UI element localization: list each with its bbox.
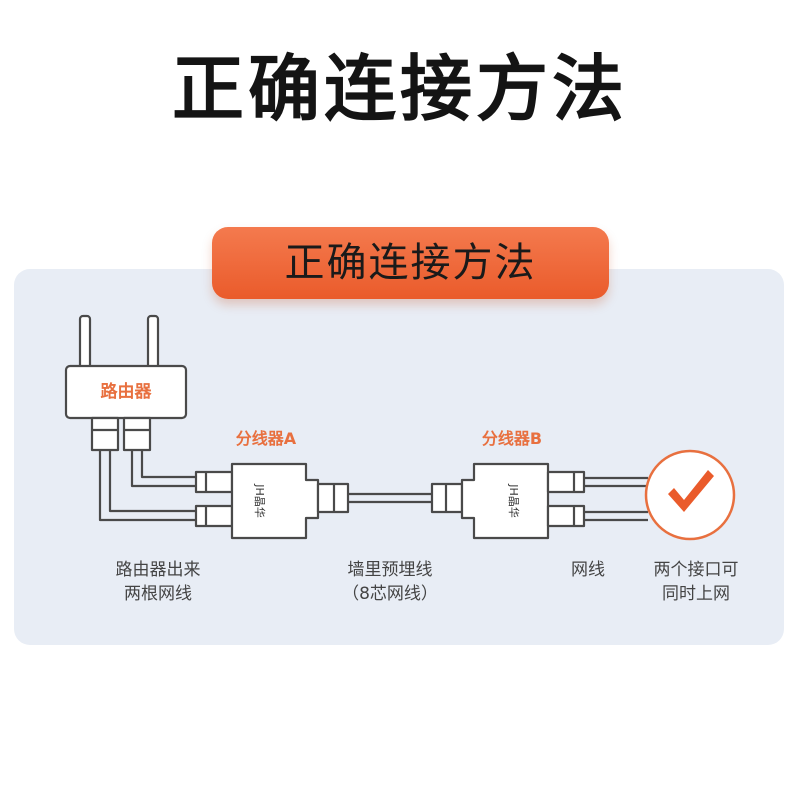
cable-output-bottom bbox=[584, 510, 648, 522]
splitter-a-body bbox=[230, 462, 320, 540]
caption-router-line2: 两根网线 bbox=[124, 584, 192, 604]
splitter-b-label: 分线器B bbox=[481, 429, 543, 448]
caption-wall-line1: 墙里预埋线 bbox=[347, 560, 433, 580]
caption-wall-line2: （8芯网线） bbox=[342, 584, 438, 604]
splitter-a-plug-top bbox=[194, 470, 234, 494]
splitter-a-plug-bottom bbox=[194, 504, 234, 528]
page-title: 正确连接方法 bbox=[171, 47, 628, 131]
router-antenna-right bbox=[146, 314, 160, 370]
caption-wall-cable: 墙里预埋线 （8芯网线） bbox=[320, 558, 460, 606]
splitter-b-plug-bottom bbox=[546, 504, 586, 528]
router-plug-left bbox=[90, 416, 120, 452]
splitter-a-label: 分线器A bbox=[235, 429, 297, 448]
caption-cable: 网线 bbox=[558, 558, 618, 582]
router-antenna-left bbox=[78, 314, 92, 370]
splitter-b-brand: JH晶华 bbox=[507, 484, 520, 518]
splitter-b-body bbox=[460, 462, 550, 540]
cable-router-outer bbox=[98, 450, 200, 522]
caption-cable-line1: 网线 bbox=[571, 560, 605, 580]
splitter-a-brand: JH晶华 bbox=[253, 484, 266, 518]
caption-result-line2: 同时上网 bbox=[662, 584, 730, 604]
section-badge: 正确连接方法 bbox=[212, 227, 609, 299]
router-label: 路由器 bbox=[100, 382, 152, 402]
caption-router-cables: 路由器出来 两根网线 bbox=[88, 558, 228, 606]
caption-result-line1: 两个接口可 bbox=[653, 560, 739, 580]
cable-output-top bbox=[584, 476, 648, 488]
caption-router-line1: 路由器出来 bbox=[115, 560, 201, 580]
caption-result: 两个接口可 同时上网 bbox=[636, 558, 756, 606]
cable-router-inner bbox=[130, 450, 200, 488]
router-plug-right bbox=[122, 416, 152, 452]
check-mark-icon bbox=[668, 470, 714, 512]
wall-cable bbox=[348, 492, 432, 504]
splitter-b-plug-top bbox=[546, 470, 586, 494]
